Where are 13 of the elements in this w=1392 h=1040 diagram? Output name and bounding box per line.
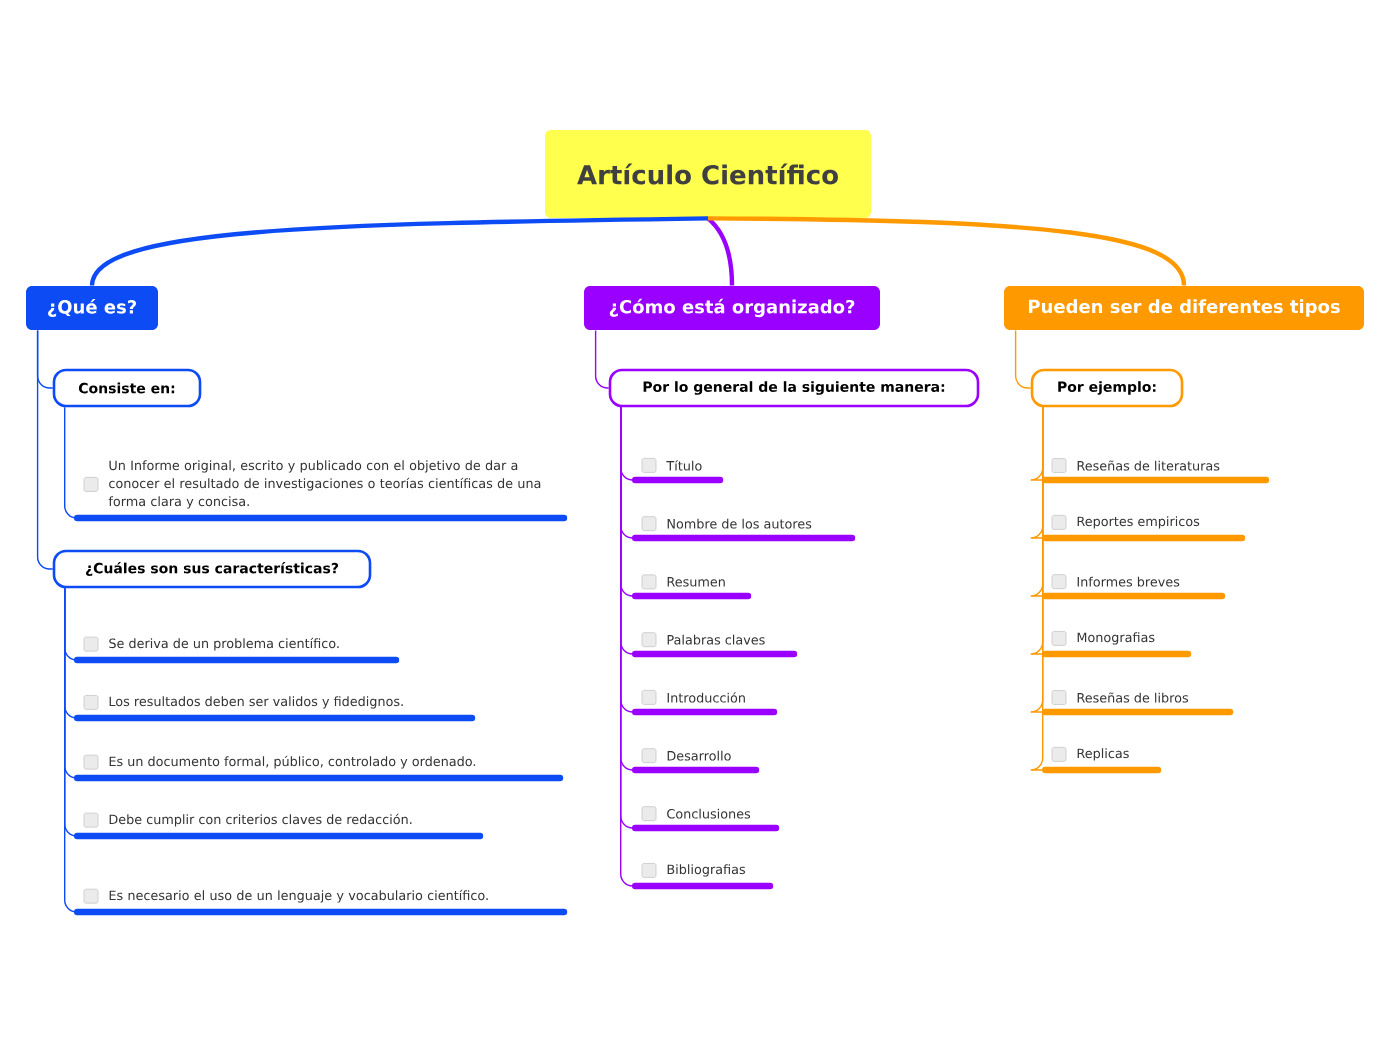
branch-line <box>594 329 610 389</box>
branch-line <box>36 329 54 570</box>
branch-line <box>64 587 78 913</box>
branch-line <box>1014 329 1032 389</box>
branch-line <box>1030 406 1044 771</box>
central-topic-box: Artículo Científico <box>545 130 871 218</box>
branch-line <box>64 406 78 519</box>
branch-line <box>708 216 1187 287</box>
topic-box: ¿Qué es? <box>26 286 158 330</box>
branch-line <box>89 216 709 287</box>
topic-box: Pueden ser de diferentes tipos <box>1004 286 1364 330</box>
topic-box: ¿Cómo está organizado? <box>584 286 880 330</box>
branch-line <box>706 216 735 286</box>
